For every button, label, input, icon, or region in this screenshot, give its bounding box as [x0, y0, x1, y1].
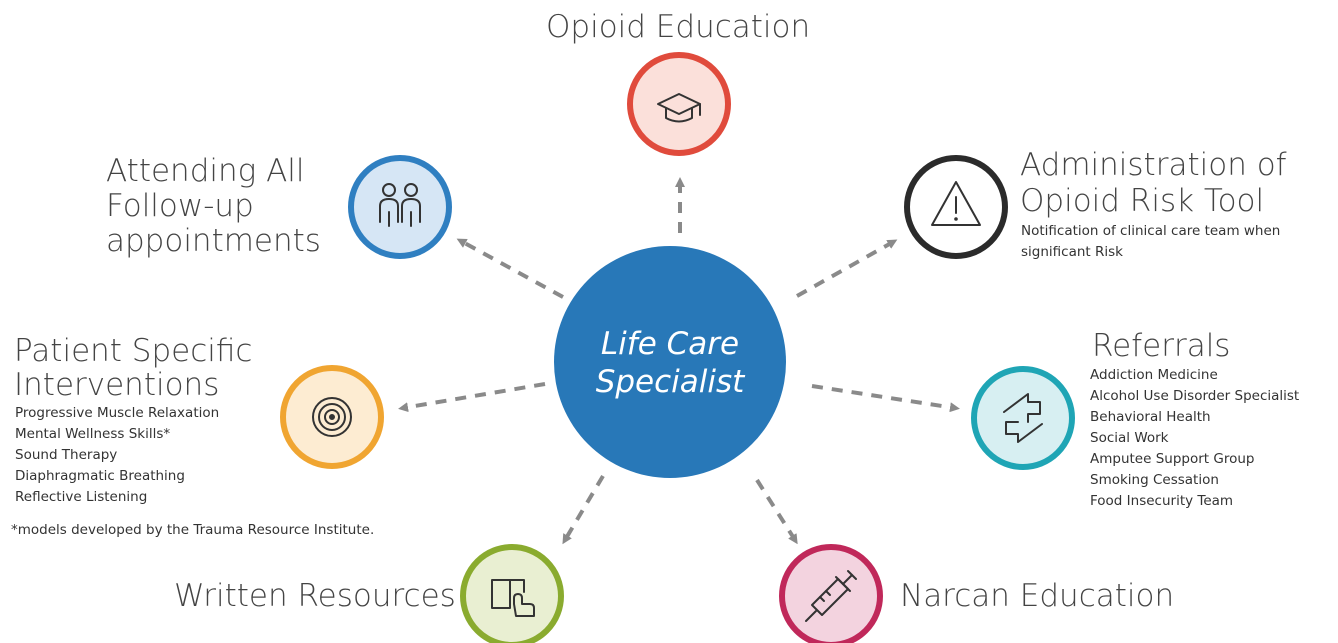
narcan-title: Narcan Education — [900, 578, 1175, 614]
center-hub-circle — [554, 246, 786, 478]
warning-triangle-icon — [931, 181, 981, 226]
node-opioid-education — [627, 52, 731, 156]
node-written — [460, 544, 564, 643]
attending-title-line3: appointments — [106, 223, 321, 259]
referral-item: Food Insecurity Team — [1090, 493, 1234, 509]
patient-title-line1: Patient Specific — [14, 333, 253, 369]
attending-title-line2: Follow-up — [106, 188, 254, 224]
center-label: Life Care Specialist — [540, 325, 800, 401]
referrals-title: Referrals — [1092, 328, 1231, 364]
arrow-to-risk-tool — [796, 239, 898, 298]
referral-item: Amputee Support Group — [1090, 451, 1255, 467]
people-icon — [379, 183, 421, 227]
center-label-line1: Life Care — [600, 326, 740, 362]
intervention-item: Sound Therapy — [15, 447, 118, 463]
opioid-education-title: Opioid Education — [546, 9, 811, 45]
syringe-icon — [805, 570, 857, 622]
attending-title-line1: Attending All — [106, 153, 305, 189]
risk-tool-title-line1: Administration of — [1020, 147, 1287, 183]
arrow-to-attending — [456, 238, 564, 299]
referrals-list: Addiction Medicine Alcohol Use Disorder … — [1090, 365, 1299, 512]
intervention-item: Reflective Listening — [15, 489, 148, 505]
patient-interventions-list: Progressive Muscle Relaxation Mental Wel… — [15, 403, 219, 508]
patient-title-line2: Interventions — [14, 367, 220, 403]
intervention-item: Diaphragmatic Breathing — [15, 468, 185, 484]
referral-item: Alcohol Use Disorder Specialist — [1090, 388, 1300, 404]
referral-item: Behavioral Health — [1090, 409, 1211, 425]
risk-tool-title-line2: Opioid Risk Tool — [1020, 183, 1265, 219]
written-title: Written Resources — [174, 578, 456, 614]
arrow-to-patient — [398, 382, 546, 413]
arrow-to-referrals — [811, 384, 960, 413]
node-referrals — [971, 366, 1075, 470]
node-attending — [348, 155, 452, 259]
arrow-to-written — [562, 474, 605, 545]
node-risk-tool — [904, 155, 1008, 259]
intervention-item: Mental Wellness Skills* — [15, 426, 171, 442]
risk-tool-note-line1: Notification of clinical care team when — [1021, 223, 1281, 239]
arrow-to-narcan — [755, 478, 798, 545]
swap-arrows-icon — [1003, 393, 1043, 443]
node-narcan — [779, 544, 883, 643]
risk-tool-note-line2: significant Risk — [1021, 244, 1123, 260]
referral-item: Addiction Medicine — [1090, 367, 1218, 383]
intervention-item: Progressive Muscle Relaxation — [15, 405, 220, 421]
graduation-cap-icon — [657, 93, 701, 123]
node-patient — [280, 365, 384, 469]
book-pointer-icon — [491, 579, 535, 617]
referral-item: Smoking Cessation — [1090, 472, 1219, 488]
referral-item: Social Work — [1090, 430, 1169, 446]
patient-footnote: *models developed by the Trauma Resource… — [11, 522, 375, 538]
center-label-line2: Specialist — [595, 364, 745, 400]
target-icon — [312, 397, 352, 437]
